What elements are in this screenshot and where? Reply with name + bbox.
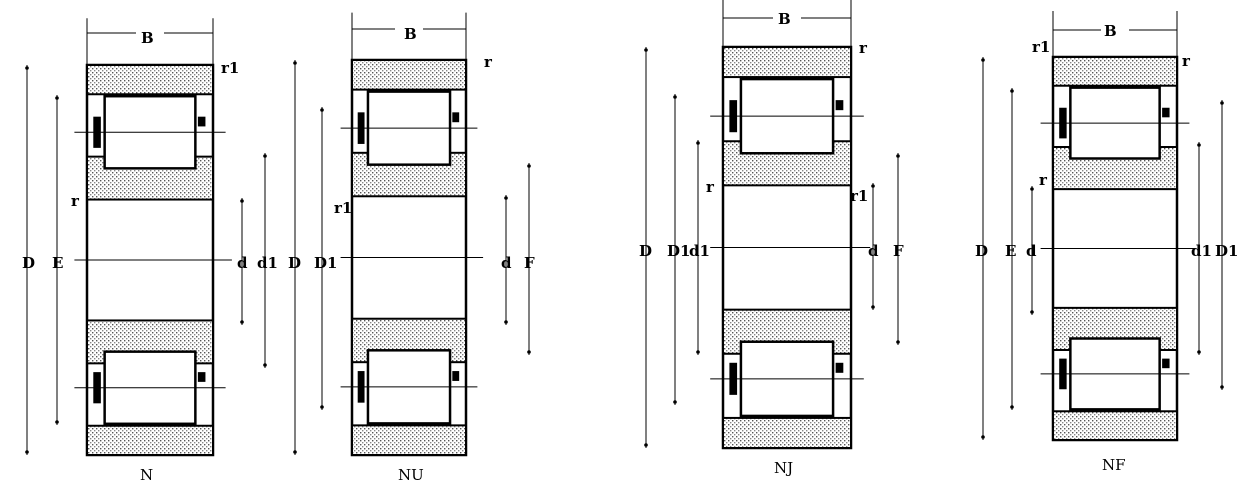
label-d-outer: D (975, 242, 988, 260)
outer-ring (722, 46, 852, 79)
label-e: E (1005, 242, 1016, 260)
caption-n: N (140, 466, 153, 484)
outer-ring (351, 59, 467, 91)
cage (197, 372, 206, 382)
label-r1: r1 (334, 199, 352, 217)
label-r1: r1 (1032, 38, 1050, 56)
label-r1: r1 (221, 59, 239, 77)
cage (197, 116, 206, 127)
dimension-line-tick (320, 108, 324, 112)
label-d-bore: d (1026, 242, 1037, 260)
dimension-line-tick (25, 66, 29, 70)
dimension-line-tick (1030, 187, 1034, 191)
caption-nf: NF (1102, 456, 1126, 474)
label-r-inner: r (1039, 171, 1048, 189)
label-r: r (484, 53, 493, 71)
dimension-line-tick (527, 350, 531, 354)
outer-ring (351, 424, 467, 456)
label-r1: r1 (850, 187, 868, 205)
dimension-line-tick (673, 400, 677, 404)
dimension-line-tick (1220, 385, 1224, 389)
dimension-line-tick (504, 320, 508, 324)
label-d-outer: D (22, 254, 35, 272)
outer-ring (86, 64, 214, 96)
cage (452, 371, 460, 381)
cage (452, 112, 460, 123)
outer-ring (86, 424, 214, 456)
dimension-line-tick (644, 48, 648, 52)
dimension-line-tick (25, 450, 29, 454)
cage (835, 100, 844, 111)
label-f: F (893, 242, 904, 260)
dimension-line-tick (896, 340, 900, 344)
label-d1: d1 (257, 254, 278, 272)
dimension-line-tick (644, 443, 648, 447)
outer-ring (722, 416, 852, 449)
label-d-bore: d (237, 254, 248, 272)
label-d-outer: D (288, 254, 301, 272)
dimension-line-tick (55, 420, 59, 424)
dimension-line-tick (871, 305, 875, 309)
dimension-line-tick (673, 95, 677, 99)
dimension-line-tick (293, 450, 297, 454)
label-f: F (524, 254, 535, 272)
label-e: E (52, 254, 63, 272)
dimension-line-tick (240, 199, 244, 203)
bearing-nj: B r r r1 D D1 d1 d F NJ (639, 10, 904, 477)
dimension-line-tick (1220, 101, 1224, 105)
label-r-inner: r (706, 178, 715, 196)
label-b: B (1104, 22, 1117, 40)
label-r: r (1182, 52, 1191, 70)
dimension-line-tick (263, 154, 267, 158)
dimension-line-tick (896, 154, 900, 158)
bearing-nf: B r1 r r D E d d1 D1 NF (975, 22, 1238, 474)
label-d1: d1 (1191, 242, 1212, 260)
dimension-line-tick (1197, 350, 1201, 354)
dimension-line-tick (55, 96, 59, 100)
dimension-line-tick (981, 58, 985, 62)
label-r: r (859, 39, 868, 57)
dimension-line-tick (981, 435, 985, 439)
dimension-line-tick (871, 184, 875, 188)
label-d1: d1 (689, 242, 710, 260)
cage (1162, 107, 1170, 118)
label-d-outer: D (639, 242, 652, 260)
bearing-nu: B r r1 D D1 d F NU (288, 25, 535, 484)
dimension-line-tick (1197, 143, 1201, 147)
dimension-line-tick (527, 164, 531, 168)
caption-nj: NJ (774, 459, 793, 477)
dimension-line-tick (1010, 405, 1014, 409)
dimension-line-tick (696, 141, 700, 145)
label-b: B (404, 25, 417, 43)
dimension-line-tick (1030, 310, 1034, 314)
outer-ring (1052, 410, 1178, 441)
dimension-line-tick (696, 350, 700, 354)
cage (835, 362, 844, 373)
dimension-line-tick (240, 320, 244, 324)
label-r: r (71, 192, 80, 210)
label-d1-outer: D1 (1215, 242, 1238, 260)
label-d1: D1 (314, 254, 337, 272)
dimension-line-tick (293, 61, 297, 65)
label-b: B (778, 10, 791, 28)
label-d-bore: d (501, 254, 512, 272)
cage (1162, 358, 1170, 369)
label-d1-outer: D1 (667, 242, 690, 260)
bearing-n: B r1 r D E d d1 N (22, 29, 278, 484)
outer-ring (1052, 56, 1178, 87)
dimension-line-tick (263, 363, 267, 367)
dimension-line-tick (504, 196, 508, 200)
label-d-bore: d (868, 242, 879, 260)
dimension-line-tick (320, 405, 324, 409)
caption-nu: NU (398, 466, 424, 484)
label-b: B (141, 29, 154, 47)
dimension-line-tick (1010, 89, 1014, 93)
